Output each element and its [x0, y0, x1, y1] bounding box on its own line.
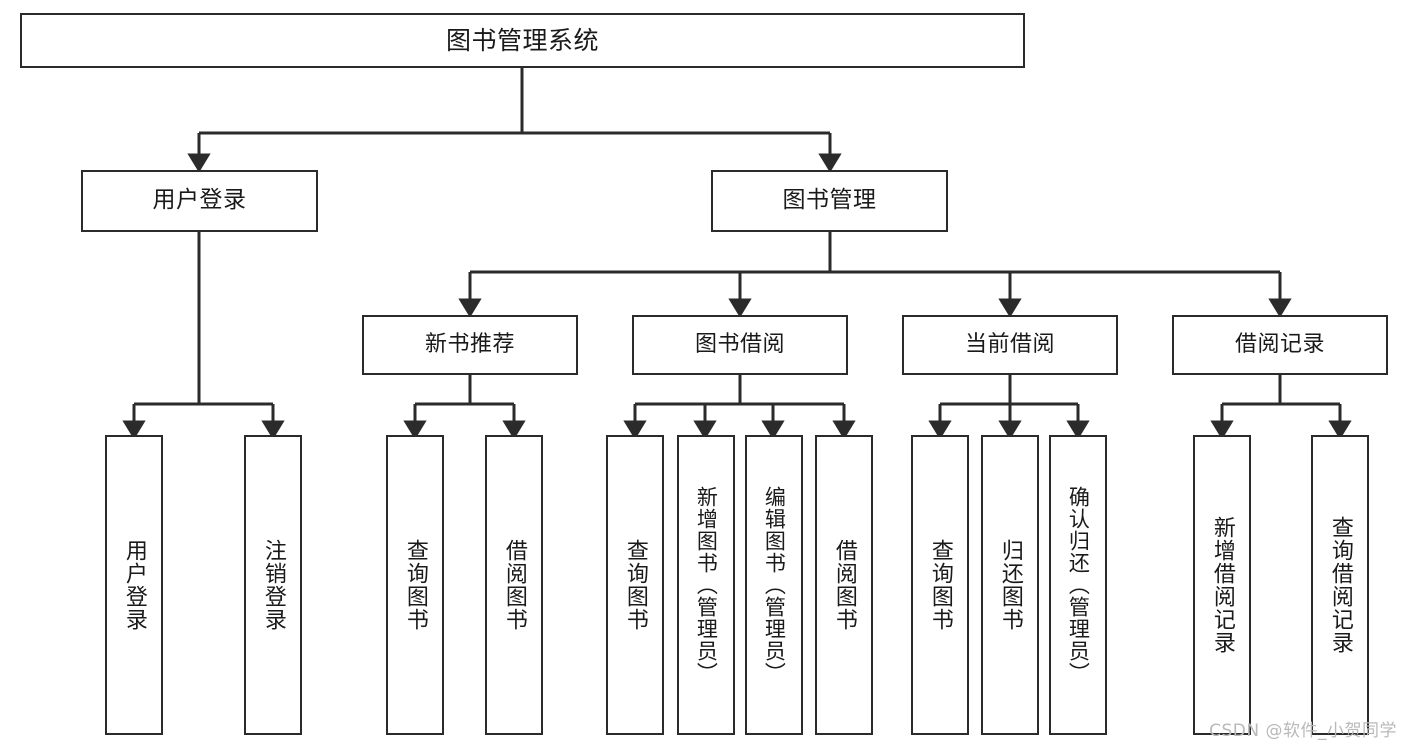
- node-book-borrow[interactable]: 图书借阅: [632, 315, 848, 375]
- leaf-book-borrow-edit-book[interactable]: 编辑图书（管理员）: [745, 435, 803, 735]
- leaf-current-borrow-confirm-return[interactable]: 确认归还（管理员）: [1049, 435, 1107, 735]
- node-current-borrow[interactable]: 当前借阅: [902, 315, 1118, 375]
- node-label: 用户登录: [121, 539, 147, 631]
- node-label: 注销登录: [260, 539, 286, 631]
- leaf-current-borrow-query[interactable]: 查询图书: [911, 435, 969, 735]
- node-label: 新增图书（管理员）: [694, 486, 719, 684]
- node-label: 新书推荐: [424, 332, 515, 358]
- node-label: 借阅记录: [1234, 332, 1325, 358]
- leaf-new-book-borrow[interactable]: 借阅图书: [485, 435, 543, 735]
- node-borrow-record[interactable]: 借阅记录: [1172, 315, 1388, 375]
- leaf-user-login-logout[interactable]: 注销登录: [244, 435, 302, 735]
- node-label: 借阅图书: [501, 539, 527, 631]
- node-label: 图书管理系统: [445, 25, 599, 55]
- node-label: 编辑图书（管理员）: [762, 486, 787, 684]
- node-label: 确认归还（管理员）: [1066, 486, 1091, 684]
- node-label: 查询图书: [622, 539, 648, 631]
- watermark-text: CSDN @软件_小贺同学: [1209, 721, 1397, 741]
- node-label: 用户登录: [152, 187, 247, 214]
- node-label: 新增借阅记录: [1209, 516, 1235, 654]
- node-new-book-recommend[interactable]: 新书推荐: [362, 315, 578, 375]
- node-label: 查询图书: [927, 539, 953, 631]
- node-label: 归还图书: [997, 539, 1023, 631]
- node-label: 图书借阅: [694, 332, 785, 358]
- node-label: 借阅图书: [831, 539, 857, 631]
- node-label: 查询借阅记录: [1327, 516, 1353, 654]
- node-label: 图书管理: [782, 187, 877, 214]
- leaf-new-book-query[interactable]: 查询图书: [386, 435, 444, 735]
- leaf-book-borrow-query[interactable]: 查询图书: [606, 435, 664, 735]
- node-user-login[interactable]: 用户登录: [81, 170, 318, 232]
- leaf-borrow-record-add[interactable]: 新增借阅记录: [1193, 435, 1251, 735]
- node-label: 当前借阅: [964, 332, 1055, 358]
- node-root-system[interactable]: 图书管理系统: [20, 13, 1025, 68]
- leaf-borrow-record-query[interactable]: 查询借阅记录: [1311, 435, 1369, 735]
- node-book-management[interactable]: 图书管理: [711, 170, 948, 232]
- leaf-book-borrow-add-book[interactable]: 新增图书（管理员）: [677, 435, 735, 735]
- leaf-current-borrow-return[interactable]: 归还图书: [981, 435, 1039, 735]
- leaf-user-login-login[interactable]: 用户登录: [105, 435, 163, 735]
- node-label: 查询图书: [402, 539, 428, 631]
- leaf-book-borrow-borrow-book[interactable]: 借阅图书: [815, 435, 873, 735]
